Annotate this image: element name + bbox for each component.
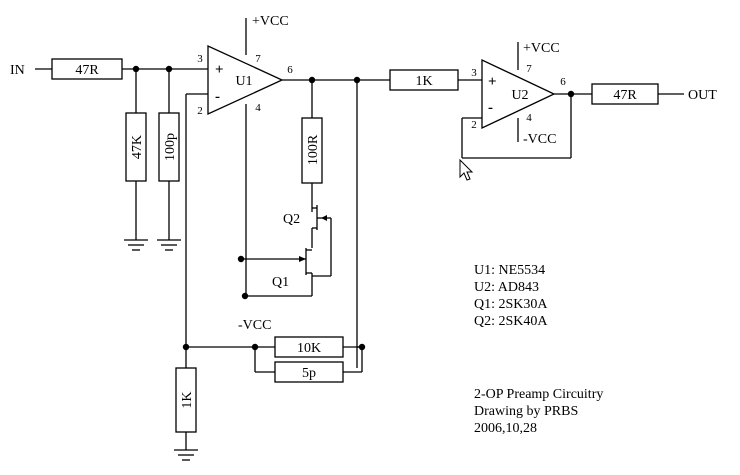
title-line-3: 2006,10,28 [474,421,537,436]
u2-name: U2 [511,88,528,103]
series-resistor-label: 1K [415,74,432,89]
u1-pin-4: 4 [255,102,261,114]
cursor-icon [459,158,474,181]
shunt-capacitor-label: 100p [163,133,178,161]
ground-resistor-label: 1K [180,391,195,408]
shunt-resistor-label: 47K [130,135,145,159]
u2-vcc-label: +VCC [523,41,560,56]
u2-vee-label: -VCC [523,132,556,147]
feedback-resistor-label: 10K [297,341,321,356]
title-line-2: Drawing by PRBS [474,404,578,419]
u2-pin-6: 6 [560,76,566,88]
ground-symbol [124,239,148,251]
u2-minus-sign: - [488,100,493,116]
u1-pin-2: 2 [197,105,203,117]
parts-list-u1: U1: NE5534 [474,263,545,278]
u1-opamp [207,44,284,116]
u2-pin-7: 7 [526,63,532,75]
parts-list-q2: Q2: 2SK40A [474,314,548,329]
u1-name: U1 [235,74,252,89]
u2-opamp [481,58,556,130]
title-line-1: 2-OP Preamp Circuitry [474,387,603,402]
feedback-capacitor-label: 5p [302,366,316,381]
q2-label: Q2 [283,212,300,227]
u2-pin-2: 2 [471,119,477,131]
ground-symbol [174,449,198,461]
input-label: IN [10,63,25,78]
drain-resistor-label: 100R [306,134,321,165]
q1-transistor [241,248,331,280]
u1-vcc-label: +VCC [252,14,289,29]
input-resistor-label: 47R [75,63,99,78]
u2-pin-3: 3 [471,67,477,79]
u1-vee-label: -VCC [238,318,271,333]
junction-dot [567,90,575,98]
q1-label: Q1 [272,275,289,290]
output-label: OUT [688,88,717,103]
ground-symbol [157,239,181,251]
parts-list-u2: U2: AD843 [474,280,539,295]
u1-pin-6: 6 [287,64,293,76]
q2-transistor [311,205,332,276]
u1-minus-sign: - [215,89,220,105]
parts-list-q1: Q1: 2SK30A [474,297,548,312]
u2-plus-sign: + [488,74,497,90]
output-resistor-label: 47R [613,88,637,103]
u2-pin-4: 4 [526,112,532,124]
u1-pin-3: 3 [197,53,203,65]
u1-pin-7: 7 [255,53,261,65]
u1-plus-sign: + [215,62,224,78]
